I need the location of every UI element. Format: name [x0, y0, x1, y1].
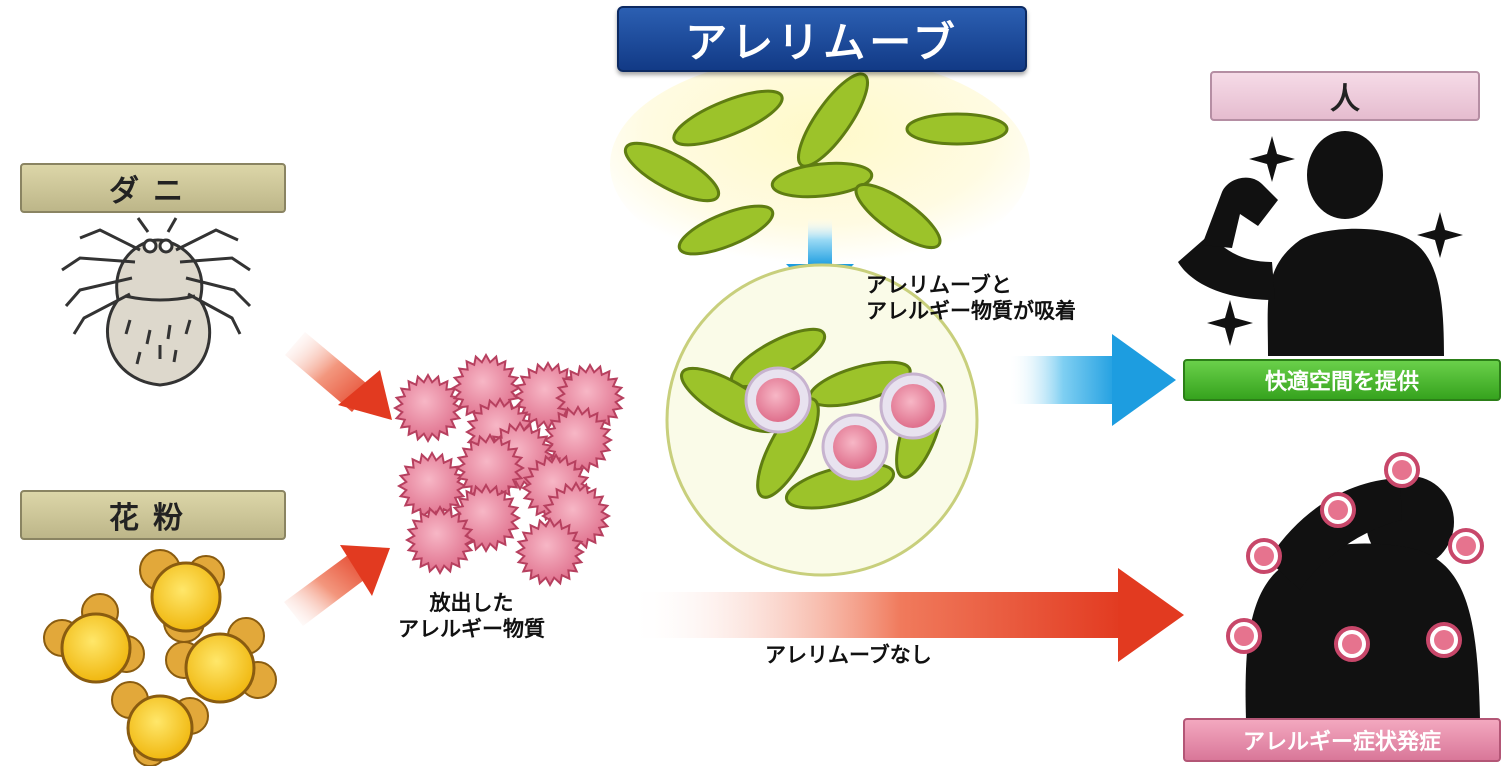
pollen-grain-icon	[112, 682, 208, 766]
release-caption-line1: 放出した	[398, 590, 545, 616]
pollen-label: 花粉	[20, 490, 286, 540]
release-caption: 放出した アレルギー物質	[398, 590, 545, 642]
no-product-caption: アレリムーブなし	[765, 642, 932, 668]
symptom-badge: アレルギー症状発症	[1183, 718, 1501, 762]
arrow-mite-to-allergen	[285, 332, 392, 420]
symptom-marker-core	[1434, 630, 1454, 650]
pollen-grain-icon	[140, 550, 224, 642]
adsorption-caption-line2: アレルギー物質が吸着	[866, 298, 1076, 324]
symptom-marker-core	[1328, 500, 1348, 520]
allerimove-title: アレリムーブ	[617, 6, 1027, 72]
arrow-pollen-to-allergen	[284, 545, 390, 626]
symptom-marker-core	[1342, 634, 1362, 654]
person-label: 人	[1210, 71, 1480, 121]
adsorption-caption-line1: アレリムーブと	[866, 272, 1076, 298]
pollen-grain-icon	[44, 594, 144, 682]
symptom-marker-core	[1254, 546, 1274, 566]
capsule-icon	[907, 114, 1007, 144]
symptom-marker-core	[1234, 626, 1254, 646]
release-caption-line2: アレルギー物質	[398, 616, 545, 642]
pollen-group	[44, 550, 276, 766]
allergen-particle-icon	[395, 375, 461, 441]
mite-label: ダニ	[20, 163, 286, 213]
allergen-cluster	[395, 355, 623, 585]
arrow-right-blue	[1008, 334, 1176, 426]
symptom-marker-core	[1392, 460, 1412, 480]
symptom-marker-core	[1456, 536, 1476, 556]
sick-person-silhouette-icon	[1246, 476, 1480, 720]
adsorption-caption: アレリムーブと アレルギー物質が吸着	[866, 272, 1076, 324]
comfort-badge: 快適空間を提供	[1183, 359, 1501, 401]
mite-icon	[62, 218, 250, 385]
